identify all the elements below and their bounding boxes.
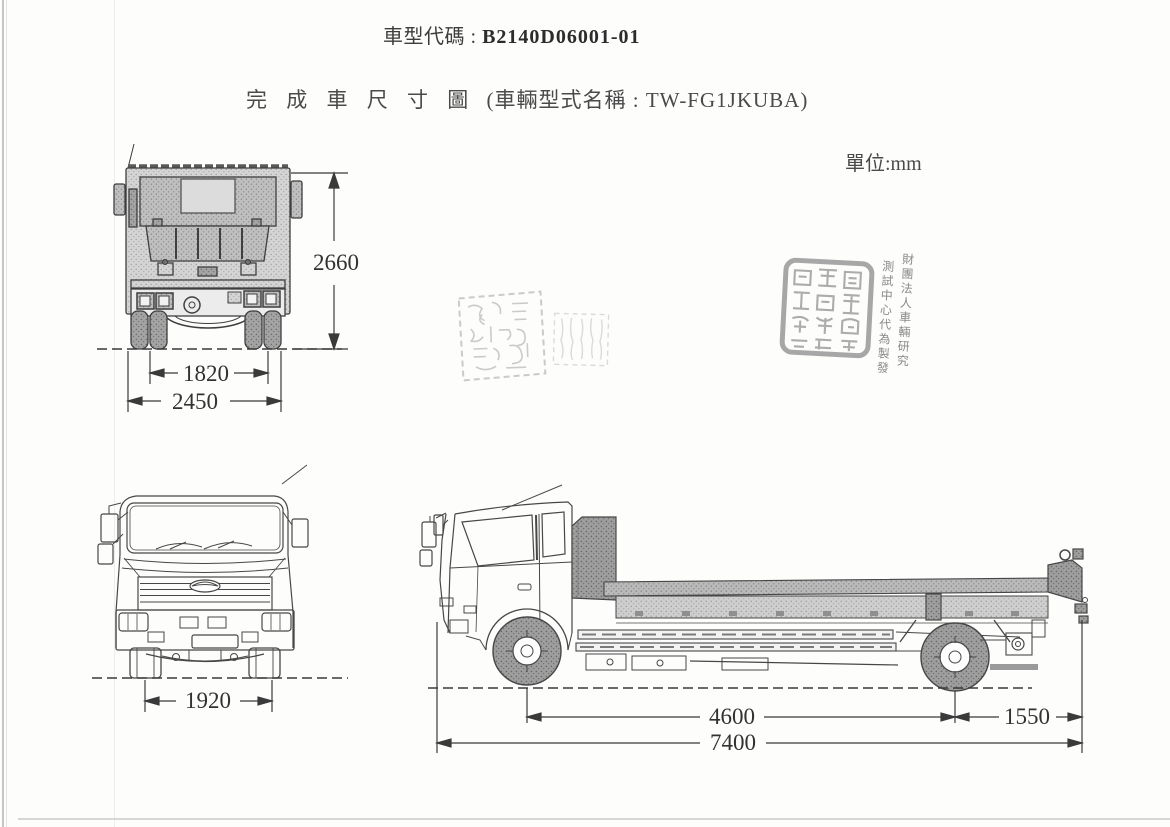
rear-view-dimensions: 2660 1820 2450 <box>97 171 359 414</box>
dim-overall-width: 2450 <box>172 389 218 414</box>
side-view-truck <box>419 484 1089 692</box>
scan-edge-line-2 <box>6 0 7 827</box>
dim-rear-overhang: 1550 <box>1004 704 1050 729</box>
dim-overall-length: 7400 <box>710 730 756 755</box>
scan-edge-line <box>2 0 4 827</box>
model-code-label: 車型代碼 : <box>383 26 477 48</box>
side-view-dimensions: 4600 1550 7400 <box>428 620 1085 755</box>
issuer-note-column-right: 財團法人車輛研究 <box>894 252 916 370</box>
faint-ink-stamp-large <box>457 290 547 382</box>
dim-rear-track: 1820 <box>183 361 229 386</box>
rear-view-truck <box>113 143 303 350</box>
model-code-line: 車型代碼 : B2140D06001-01 <box>383 20 641 49</box>
page-title: 完 成 車 尺 寸 圖 (車輛型式名稱 : TW-FG1JKUBA) <box>246 84 808 114</box>
front-view-drawing: 1920 <box>92 464 348 713</box>
dim-front-track: 1920 <box>185 688 231 713</box>
side-view-drawing: 4600 1550 7400 <box>419 484 1089 755</box>
page-title-type-name: (車輛型式名稱 : TW-FG1JKUBA) <box>486 88 809 112</box>
unit-label: 單位:mm <box>845 153 922 175</box>
dim-overall-height: 2660 <box>313 250 359 275</box>
front-view-truck <box>97 464 309 679</box>
dim-wheelbase: 4600 <box>709 704 755 729</box>
official-approval-seal <box>779 257 875 359</box>
model-code-value: B2140D06001-01 <box>482 26 641 48</box>
scan-fold-line <box>114 0 115 827</box>
front-view-dimensions: 1920 <box>92 677 348 713</box>
faint-ink-stamp-small <box>552 312 610 367</box>
page-title-main: 完 成 車 尺 寸 圖 <box>246 88 476 112</box>
scan-bottom-line <box>18 818 1170 820</box>
rear-view-drawing: 2660 1820 2450 <box>97 143 359 414</box>
